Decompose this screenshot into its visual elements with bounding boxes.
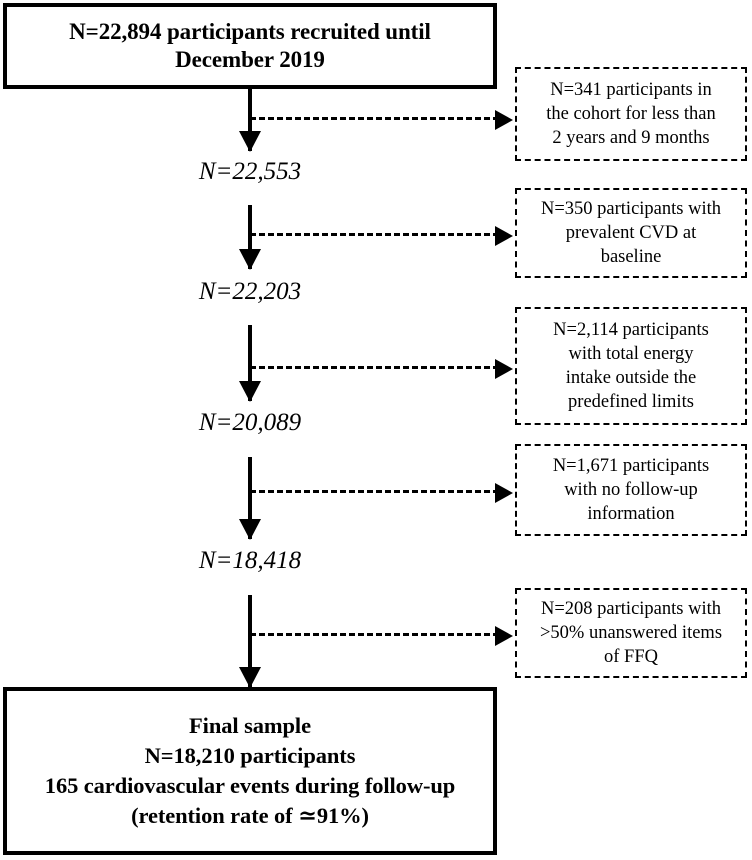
- arrow-head-down-icon: [239, 249, 261, 270]
- exclusion-box-3-text: N=2,114 participants with total energy i…: [547, 318, 715, 414]
- flow-arrow-1: [239, 89, 261, 152]
- exclusion-box-4: N=1,671 participants with no follow-up i…: [515, 444, 747, 536]
- exclusion-arrow-3: [250, 359, 513, 379]
- final-line-1: Final sample: [189, 713, 311, 739]
- exclusion-1-line-1: N=341 participants in: [550, 79, 712, 100]
- count-label-3: N=20,089: [198, 409, 302, 436]
- exclusion-5-line-2: >50% unanswered items: [539, 622, 723, 643]
- exclusion-arrow-4: [250, 483, 513, 503]
- arrow-head-down-icon: [239, 131, 261, 152]
- exclusion-3-line-1: N=2,114 participants: [553, 319, 709, 340]
- enrolled-line-1: N=22,894 participants recruited until: [69, 18, 431, 44]
- final-line-2: N=18,210 participants: [144, 743, 356, 769]
- arrow-head-right-icon: [495, 226, 513, 246]
- count-label-2: N=22,203: [198, 278, 302, 305]
- exclusion-box-5-text: N=208 participants with >50% unanswered …: [534, 597, 728, 669]
- exclusion-2-line-3: baseline: [600, 247, 662, 268]
- exclusion-4-line-3: information: [587, 504, 675, 525]
- exclusion-arrow-5: [250, 626, 513, 646]
- exclusion-2-line-2: prevalent CVD at: [565, 222, 697, 243]
- exclusion-box-2: N=350 participants with prevalent CVD at…: [515, 188, 747, 278]
- enrolled-box: N=22,894 participants recruited until De…: [3, 3, 497, 89]
- exclusion-box-1-text: N=341 participants in the cohort for les…: [540, 78, 722, 150]
- enrolled-box-text: N=22,894 participants recruited until De…: [59, 18, 441, 74]
- final-line-4: (retention rate of ≃91%): [131, 802, 369, 828]
- arrow-head-right-icon: [495, 483, 513, 503]
- exclusion-3-line-3: intake outside the: [565, 368, 697, 388]
- arrow-head-down-icon: [239, 519, 261, 540]
- exclusion-1-line-3: 2 years and 9 months: [552, 128, 710, 149]
- exclusion-3-line-2: with total energy: [568, 343, 694, 364]
- exclusion-3-line-4: predefined limits: [568, 392, 694, 413]
- flow-arrow-2: [239, 205, 261, 270]
- exclusion-box-2-text: N=350 participants with prevalent CVD at…: [535, 197, 727, 269]
- final-sample-box-text: Final sample N=18,210 participants 165 c…: [35, 711, 465, 831]
- exclusion-box-4-text: N=1,671 participants with no follow-up i…: [547, 454, 715, 526]
- exclusion-2-line-1: N=350 participants with: [541, 198, 721, 219]
- exclusion-box-5: N=208 participants with >50% unanswered …: [515, 588, 747, 678]
- arrow-head-right-icon: [495, 110, 513, 130]
- exclusion-arrow-1: [250, 110, 513, 130]
- exclusion-5-line-1: N=208 participants with: [541, 598, 721, 619]
- count-label-1: N=22,553: [198, 158, 302, 185]
- flow-arrow-4: [239, 457, 261, 540]
- final-sample-box: Final sample N=18,210 participants 165 c…: [3, 687, 497, 855]
- exclusion-box-3: N=2,114 participants with total energy i…: [515, 307, 747, 425]
- exclusion-box-1: N=341 participants in the cohort for les…: [515, 67, 747, 161]
- arrow-head-right-icon: [495, 626, 513, 646]
- final-line-3: 165 cardiovascular events during follow-…: [44, 773, 456, 798]
- arrow-head-down-icon: [239, 667, 261, 688]
- exclusion-1-line-2: the cohort for less than: [546, 103, 716, 124]
- flow-arrow-3: [239, 325, 261, 402]
- exclusion-4-line-2: with no follow-up: [564, 479, 698, 500]
- count-label-4: N=18,418: [198, 547, 302, 574]
- arrow-head-right-icon: [495, 359, 513, 379]
- exclusion-5-line-3: of FFQ: [604, 647, 658, 668]
- arrow-head-down-icon: [239, 381, 261, 402]
- flow-arrow-5: [239, 595, 261, 688]
- exclusion-4-line-1: N=1,671 participants: [552, 455, 710, 476]
- exclusion-arrow-2: [250, 226, 513, 246]
- enrolled-line-2: December 2019: [175, 47, 325, 72]
